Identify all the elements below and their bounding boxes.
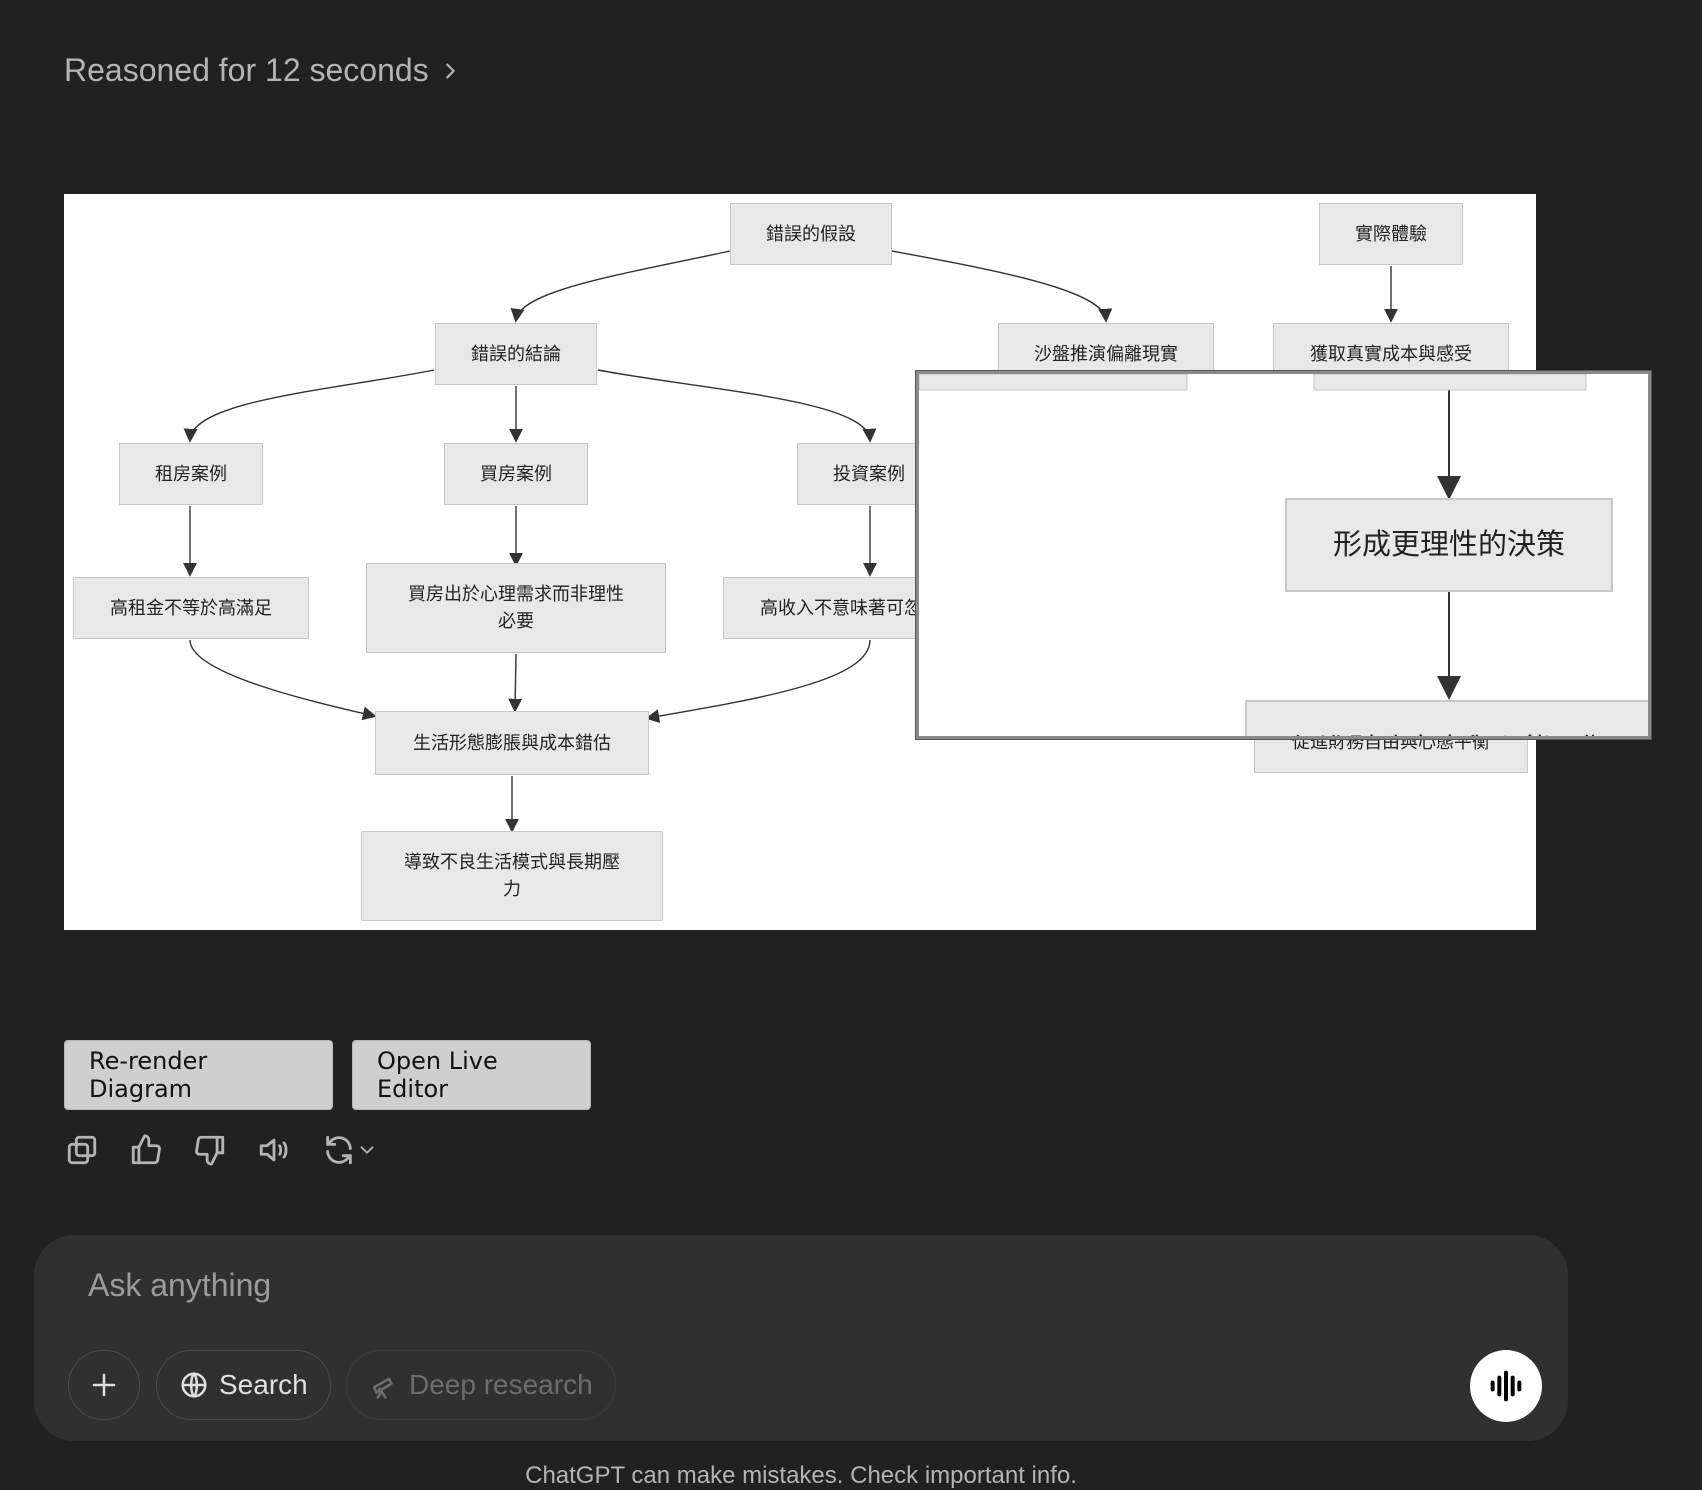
refresh-icon: [326, 1135, 352, 1165]
composer: Ask anything Search Deep research: [34, 1235, 1568, 1441]
edge: [510, 250, 731, 323]
edge: [645, 639, 871, 723]
mermaid-diagram: 錯誤的假設 實際體驗 錯誤的結論 沙盤推演偏離現實 獲取真實成本與感受 租房案例…: [64, 194, 1651, 930]
composer-input[interactable]: Ask anything: [88, 1267, 272, 1303]
node-high-rent: 高租金不等於高滿足: [73, 577, 309, 639]
zoom-edges: [919, 374, 1587, 700]
magnifier-overlay: 形成更理性的決策 促進財務自由與心態平衡: [916, 371, 1651, 739]
node-high-income: 高收入不意味著可忽: [723, 577, 953, 639]
attach-button[interactable]: [68, 1350, 140, 1420]
node-financial-balance-zoom: 促進財務自由與心態平衡: [1245, 700, 1648, 736]
node-wrong-conclusion: 錯誤的結論: [435, 323, 597, 385]
rerender-diagram-button[interactable]: Re-render Diagram: [64, 1040, 333, 1110]
thumbs-up-button[interactable]: [128, 1132, 164, 1168]
node-lifestyle-inflation: 生活形態膨脹與成本錯估: [375, 711, 649, 775]
open-live-editor-button[interactable]: Open Live Editor: [352, 1040, 591, 1110]
deep-research-button[interactable]: Deep research: [346, 1350, 616, 1420]
edge: [189, 639, 377, 721]
speaker-icon: [259, 1138, 288, 1162]
node-wrong-assumption: 錯誤的假設: [730, 203, 892, 265]
edge: [891, 250, 1113, 323]
node-rent-case: 租房案例: [119, 443, 263, 505]
node-buy-psych: 買房出於心理需求而非理性必要: [366, 563, 666, 653]
disclaimer: ChatGPT can make mistakes. Check importa…: [525, 1462, 1077, 1489]
edge: [597, 369, 877, 443]
edge: [183, 369, 435, 443]
chevron-down-icon: [360, 1146, 374, 1154]
message-actions: [64, 1132, 380, 1168]
read-aloud-button[interactable]: [256, 1132, 292, 1168]
node-buy-case: 買房案例: [444, 443, 588, 505]
plus-icon: [92, 1373, 116, 1397]
edge: [508, 653, 523, 713]
voice-mode-button[interactable]: [1470, 1350, 1542, 1422]
copy-icon: [67, 1135, 97, 1165]
deep-research-label: Deep research: [409, 1369, 593, 1400]
node-actual-experience: 實際體驗: [1319, 203, 1463, 265]
thumbs-up-icon: [131, 1134, 161, 1165]
node-bad-pattern: 導致不良生活模式與長期壓力: [361, 831, 663, 921]
thumbs-down-icon: [195, 1135, 225, 1166]
globe-icon: [181, 1372, 207, 1398]
reasoning-label: Reasoned for 12 seconds: [64, 52, 429, 88]
thumbs-down-button[interactable]: [192, 1132, 228, 1168]
copy-button[interactable]: [64, 1132, 100, 1168]
node-rational-decision: 形成更理性的決策: [1285, 498, 1613, 592]
diagram-edges: [183, 250, 1398, 833]
reasoning-toggle[interactable]: Reasoned for 12 seconds: [64, 52, 461, 89]
voice-waveform-icon: [1490, 1370, 1522, 1402]
regenerate-button[interactable]: [320, 1132, 380, 1168]
search-label: Search: [219, 1369, 308, 1400]
telescope-icon: [372, 1377, 393, 1399]
search-button[interactable]: Search: [156, 1350, 331, 1420]
chevron-right-icon: [445, 62, 455, 79]
